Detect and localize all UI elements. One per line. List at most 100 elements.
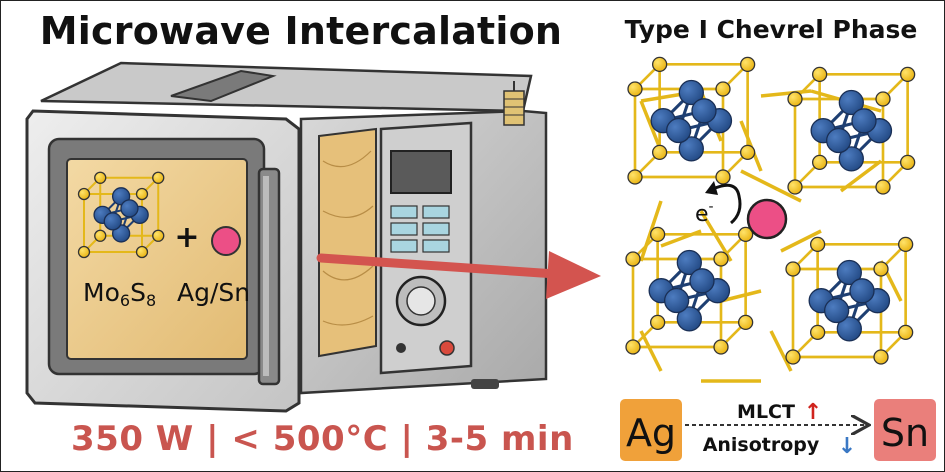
mo-atom [823,297,850,324]
sulfur-atom [785,349,801,365]
up-arrow-icon: ↑ [804,400,822,425]
lattice-bond [639,330,663,372]
sulfur-atom [135,187,149,201]
electron-label: e- [695,199,714,227]
sulfur-atom [899,154,916,171]
mo-atom [676,249,702,276]
mo-atom [836,259,862,286]
sulfur-atom [713,339,729,355]
sulfur-atom [787,91,803,107]
lattice-bond [740,169,802,203]
ag-box [620,399,682,461]
panel-indicator-icon [396,343,406,353]
sulfur-atom [152,171,165,184]
lattice-bond [769,330,793,372]
sulfur-atom [625,339,641,355]
sulfur-atom [651,144,668,161]
sulfur-atom [627,81,643,97]
sulfur-atom [873,261,889,277]
mo-atom [678,79,704,106]
intercalated-ion-icon [746,198,788,240]
sulfur-atom [715,81,731,97]
mo-atom [678,136,704,162]
sulfur-atom [94,171,107,184]
reaction-arrow-icon [316,251,601,299]
reaction-conditions: 350 W | < 500°C | 3-5 min [71,419,574,459]
lattice-bond [639,100,663,152]
plus-sign: + [174,220,199,255]
mo-atom [689,268,715,294]
mo-atom [838,146,864,172]
sulfur-atom [627,169,643,185]
mo-atom [838,89,864,116]
sulfur-atom [897,236,914,253]
sulfur-atom [152,229,165,242]
down-arrow-icon: ↓ [838,434,856,459]
sulfur-atom [875,91,891,107]
sulfur-atom [625,251,641,267]
sulfur-atom [713,251,729,267]
panel-button[interactable] [390,205,418,219]
mo-atom [836,316,862,342]
lattice-bond [720,289,762,303]
display-screen [390,150,452,194]
panel-button[interactable] [422,222,450,236]
sulfur-atom [135,245,149,259]
sulfur-atom [897,324,914,341]
sulfur-atom [649,226,666,243]
ag-label: Ag [626,411,676,455]
sulfur-atom [94,229,107,242]
mo-atom [665,117,692,144]
microwave-foot [471,379,499,389]
sulfur-atom [809,324,826,341]
door-window [66,158,248,360]
guest-label: Ag/Sn [177,278,250,307]
anisotropy-label: Anisotropy [703,434,820,456]
sulfur-atom [737,314,754,331]
sulfur-atom [651,56,668,73]
sulfur-atom [811,66,828,83]
panel-button[interactable] [390,239,418,253]
panel-button[interactable] [422,239,450,253]
mo-atom [120,199,139,218]
sulfur-atom [899,66,916,83]
mo-atom [676,306,702,332]
sulfur-atom [739,144,756,161]
mo-atom [851,108,877,134]
sulfur-atom [77,245,91,259]
panel-button[interactable] [390,222,418,236]
electron-transfer-arrow-icon [712,183,742,225]
sulfur-atom [811,154,828,171]
power-button[interactable] [439,340,455,356]
sn-box [874,399,936,461]
microwave-oven [25,61,548,413]
mo-atom [691,98,717,124]
sulfur-atom [785,261,801,277]
sulfur-atom [715,169,731,185]
sulfur-atom [873,349,889,365]
title-microwave-intercalation: Microwave Intercalation [39,9,563,53]
mlct-label: MLCT [737,401,795,423]
panel-button[interactable] [422,205,450,219]
top-knob-icon [503,81,525,126]
sulfur-atom [649,314,666,331]
cavity-interior [318,127,377,358]
sulfur-atom [77,187,91,201]
mo-atom [103,212,122,231]
sulfur-atom [809,236,826,253]
lattice-bond [780,229,822,253]
comparison-row: Ag Sn MLCT ↑ Anisotropy ↓ [620,399,936,461]
mo6s8-cluster-icon [77,171,165,259]
mo-atom [663,287,690,314]
title-chevrel-phase: Type I Chevrel Phase [624,15,918,44]
mo-atom [849,278,875,304]
microwave-top [40,61,533,113]
sulfur-atom [739,56,756,73]
sulfur-atom [875,179,891,195]
guest-ion-icon [211,226,241,256]
sulfur-atom [787,179,803,195]
control-panel [379,121,473,375]
mo6-clusters [625,56,916,365]
sn-label: Sn [881,411,929,455]
